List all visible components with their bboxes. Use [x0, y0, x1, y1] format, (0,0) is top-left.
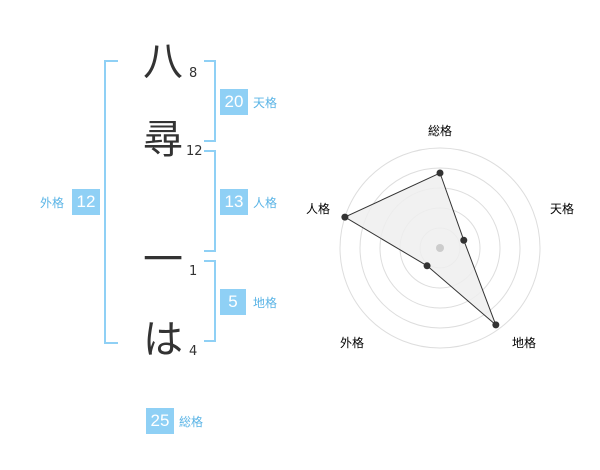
name-char-3: 一: [143, 237, 183, 283]
chikaku-bracket: [204, 260, 216, 342]
radar-ring: [339, 147, 541, 349]
tenkaku-value: 20: [220, 89, 248, 115]
radar-point-3: [492, 321, 500, 329]
radar-label-gaikaku: 外格: [340, 335, 364, 350]
tenkaku-label: 天格: [253, 96, 278, 110]
radar-point-1: [436, 169, 444, 177]
stroke-count-1: 8: [189, 66, 198, 81]
gaikaku-label: 外格: [40, 196, 65, 210]
jinkaku-bracket: [204, 150, 216, 252]
tenkaku-bracket: [204, 60, 216, 142]
name-char-2: 尋: [143, 117, 183, 163]
radar-polygon: [343, 172, 497, 326]
radar-label-soukaku: 総格: [428, 123, 452, 138]
gaikaku-bracket: [104, 60, 118, 344]
radar-point-5: [341, 213, 349, 221]
radar-point-4: [423, 262, 431, 270]
radar-point-2: [460, 236, 468, 244]
chikaku-value: 5: [220, 289, 246, 315]
chikaku-label: 地格: [253, 296, 278, 310]
stroke-count-2: 12: [186, 144, 203, 159]
name-char-1: 八: [143, 39, 183, 85]
stroke-count-3: 1: [189, 264, 198, 279]
name-char-4: は: [143, 317, 183, 363]
radar-label-tenkaku: 天格: [550, 201, 574, 216]
stroke-count-4: 4: [189, 344, 198, 359]
soukaku-value: 25: [146, 408, 174, 434]
jinkaku-value: 13: [220, 189, 248, 215]
soukaku-label: 総格: [179, 415, 204, 429]
radar-center: [436, 244, 444, 252]
radar-label-chikaku: 地格: [512, 335, 536, 350]
radar-ring: [359, 167, 521, 329]
radar-label-jinkaku: 人格: [306, 201, 330, 216]
gaikaku-value: 12: [72, 189, 100, 215]
jinkaku-label: 人格: [253, 196, 278, 210]
